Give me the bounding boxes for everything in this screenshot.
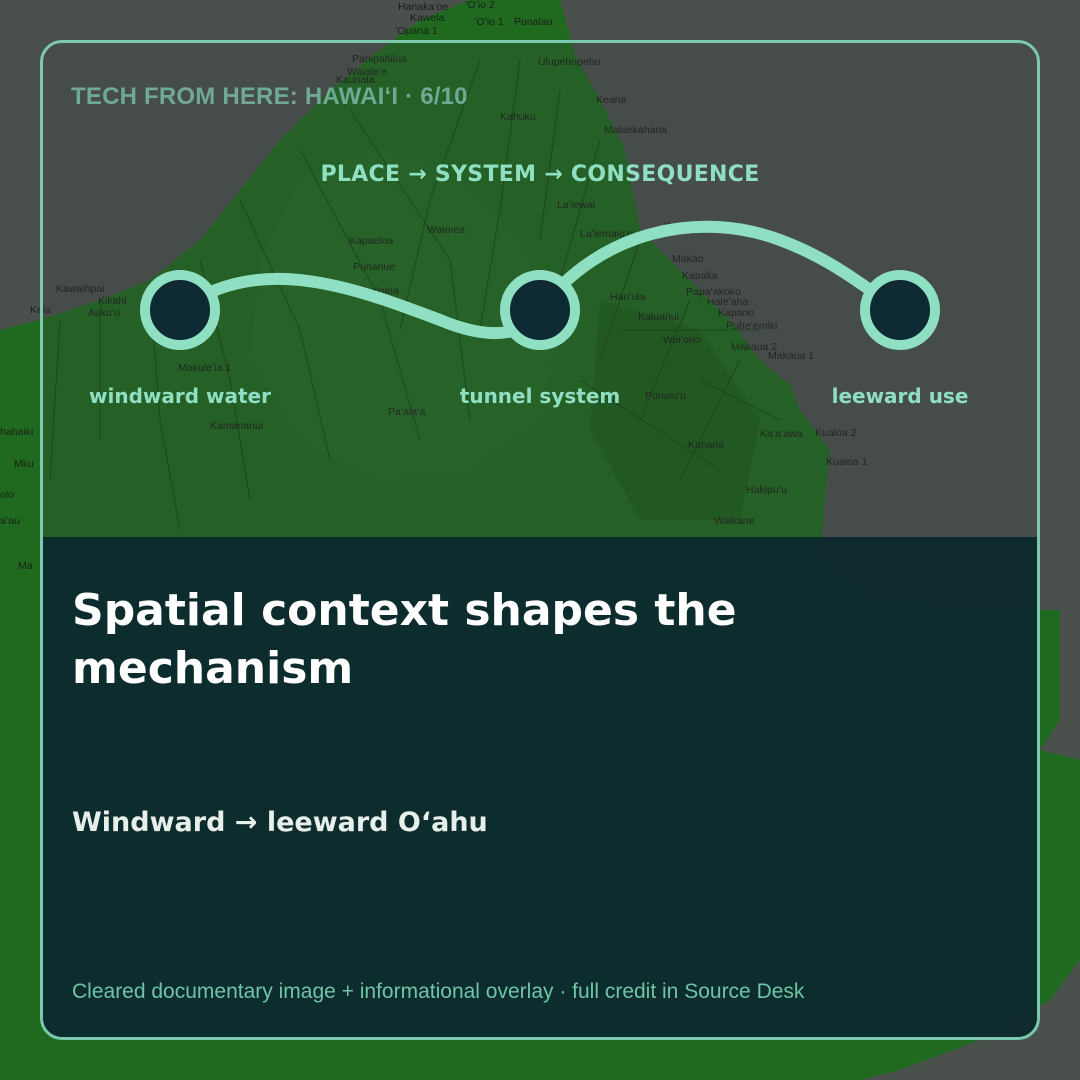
svg-text:aʻau: aʻau (0, 515, 20, 527)
svg-text:Haleʻaha: Haleʻaha (707, 296, 749, 308)
svg-text:Kualoa 1: Kualoa 1 (826, 456, 868, 468)
flow-node-label-tunnel: tunnel system (459, 384, 621, 408)
svg-text:Kahuku: Kahuku (500, 111, 536, 123)
svg-text:ʻOpana 1: ʻOpana 1 (395, 25, 438, 37)
svg-text:Kikahi: Kikahi (98, 295, 127, 307)
svg-text:Kualoa 2: Kualoa 2 (815, 427, 857, 439)
svg-text:Hauʻula: Hauʻula (610, 291, 646, 303)
svg-text:Makaua 2: Makaua 2 (731, 341, 777, 353)
svg-text:Kaʻaʻawa: Kaʻaʻawa (760, 428, 803, 440)
svg-text:ʻOʻio 1: ʻOʻio 1 (474, 16, 504, 28)
svg-text:Aukuʻu: Aukuʻu (88, 307, 120, 319)
svg-text:Puheʻemiki: Puheʻemiki (726, 320, 777, 332)
svg-text:Mku: Mku (14, 458, 34, 470)
svg-text:Punalau: Punalau (514, 16, 553, 28)
svg-text:Laʻiewai: Laʻiewai (557, 199, 595, 211)
svg-text:Malaekahana: Malaekahana (604, 124, 667, 136)
svg-text:Waikane: Waikane (714, 515, 755, 527)
flow-node-leeward (860, 270, 940, 350)
flow-node-windward (140, 270, 220, 350)
svg-text:Keana: Keana (596, 94, 627, 106)
headline: Spatial context shapes the mechanism (72, 585, 737, 694)
svg-text:Punaluʻu: Punaluʻu (645, 390, 686, 402)
flow-node-tunnel (500, 270, 580, 350)
svg-text:Kaluanui: Kaluanui (638, 311, 679, 323)
svg-text:Kawaihpai: Kawaihpai (56, 283, 104, 295)
svg-text:hahaiki: hahaiki (0, 426, 33, 438)
image-credit: Cleared documentary image + informationa… (72, 980, 805, 1003)
svg-text:Laʻiemaloʻo: Laʻiemaloʻo (580, 228, 633, 240)
series-kicker: TECH FROM HERE: HAWAIʻI · 6/10 (71, 83, 468, 110)
svg-text:Kahana: Kahana (688, 439, 724, 451)
flow-title: PLACE → SYSTEM → CONSEQUENCE (320, 162, 760, 187)
svg-text:Waiʻono: Waiʻono (663, 334, 701, 346)
svg-text:Papaʻakoko: Papaʻakoko (686, 286, 741, 298)
svg-text:Punanue: Punanue (353, 261, 395, 273)
svg-text:Kamananui: Kamananui (210, 420, 263, 432)
svg-text:Paʻalaʻa: Paʻalaʻa (388, 406, 426, 418)
svg-text:Waialeʻe: Waialeʻe (347, 66, 387, 78)
svg-text:Kapaka: Kapaka (682, 270, 718, 282)
card-text-panel (43, 537, 1037, 1037)
svg-text:olo: olo (0, 489, 14, 501)
svg-text:Makaua 1: Makaua 1 (768, 350, 814, 362)
svg-text:Pahipahilua: Pahipahilua (352, 53, 407, 65)
svg-text:Waimea: Waimea (427, 224, 465, 236)
svg-text:Ulupehupehu: Ulupehupehu (538, 56, 601, 68)
svg-text:Hanakaʻoe: Hanakaʻoe (398, 1, 448, 13)
svg-text:Kapaeloa: Kapaeloa (349, 235, 394, 247)
subheadline: Windward → leeward Oʻahu (72, 807, 488, 838)
svg-text:ʻOʻio 2: ʻOʻio 2 (465, 0, 495, 11)
svg-text:Kaunala: Kaunala (336, 74, 375, 86)
flow-node-label-leeward: leeward use (831, 384, 969, 408)
svg-text:Mokuleʻia 1: Mokuleʻia 1 (178, 362, 231, 374)
flow-node-label-windward: windward water (89, 384, 271, 408)
svg-text:Ma: Ma (18, 560, 33, 572)
svg-text:Kapano: Kapano (718, 307, 754, 319)
svg-text:Kawela: Kawela (410, 12, 445, 24)
svg-text:Hakipuʻu: Hakipuʻu (746, 484, 787, 496)
svg-text:Makao: Makao (672, 253, 704, 265)
